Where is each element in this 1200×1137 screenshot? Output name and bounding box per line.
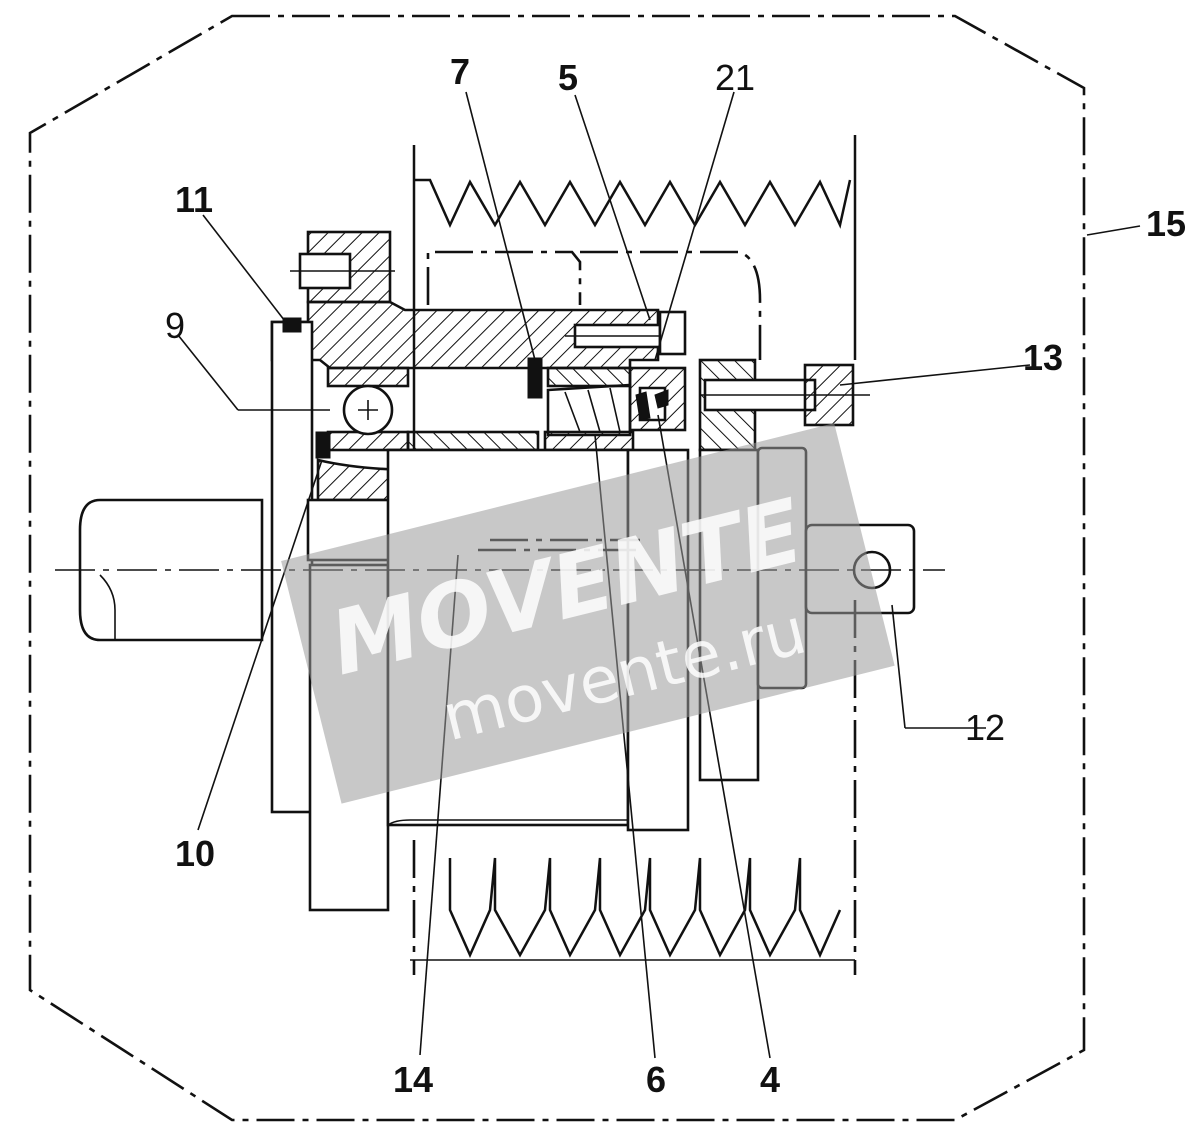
label-12: 12 [965,707,1005,748]
label-14: 14 [393,1059,433,1100]
boundary-outline [28,14,1086,1122]
bearing-outer-ring [326,366,410,388]
pulley-hidden-outline [426,250,762,360]
seal-7 [527,357,543,399]
label-7: 7 [450,51,470,92]
label-5: 5 [558,57,578,98]
lower-pulley-grooves [448,857,842,959]
label-13: 13 [1023,337,1063,378]
seal-10 [315,431,331,459]
label-15: 15 [1146,203,1186,244]
housing-body [270,300,660,370]
upper-pulley-grooves [414,178,852,229]
label-10: 10 [175,833,215,874]
label-4: 4 [760,1059,780,1100]
watermark: MOVENTE movente.ru [281,423,895,804]
label-6: 6 [646,1059,666,1100]
label-9: 9 [165,305,185,346]
label-21: 21 [715,57,755,98]
label-11: 11 [175,179,213,220]
